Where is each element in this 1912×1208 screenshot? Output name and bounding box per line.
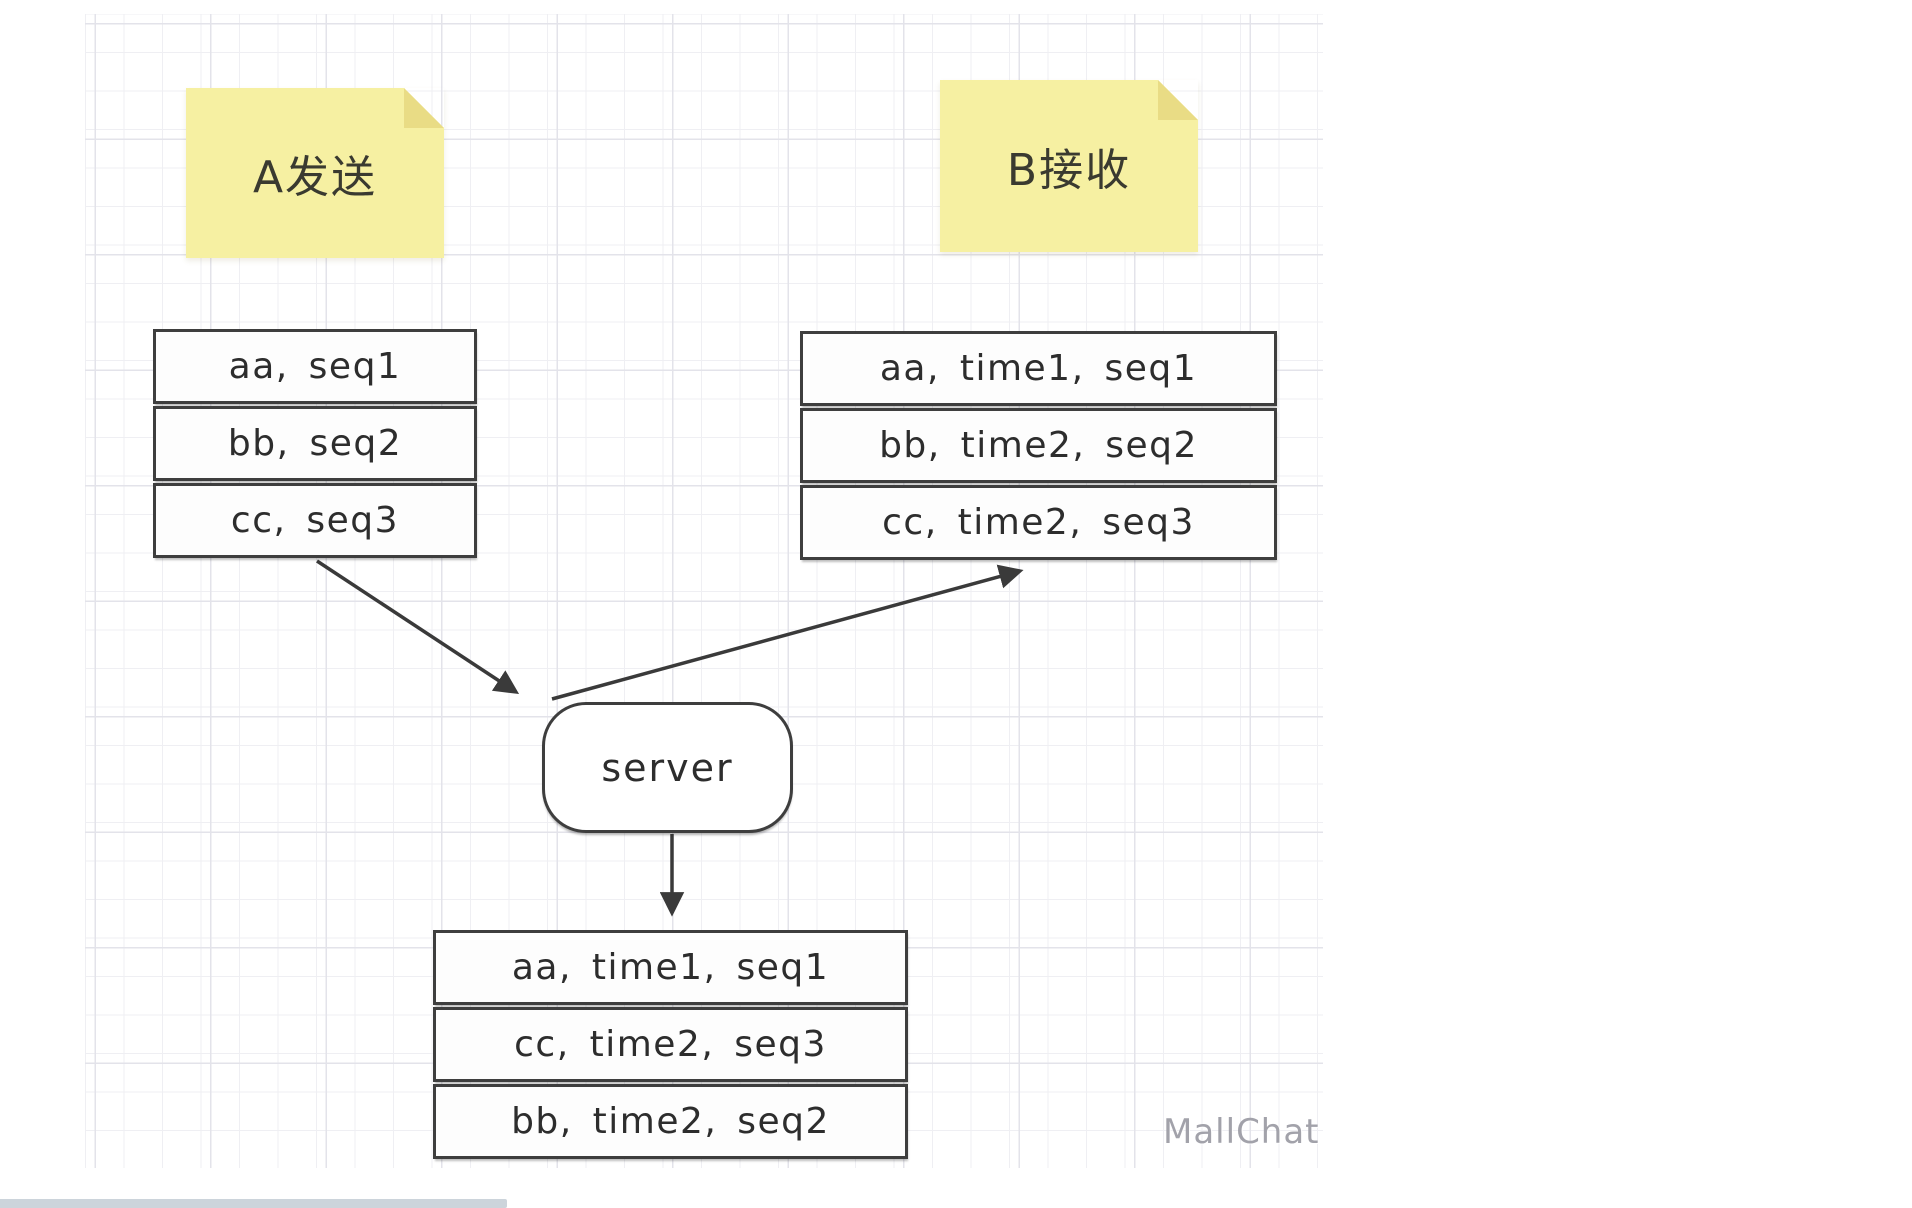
row-label: cc, time2, seq3 (514, 1024, 827, 1065)
row-label: bb, time2, seq2 (511, 1101, 830, 1142)
note-fold-corner-icon (404, 88, 444, 128)
note-a-label: A发送 (252, 152, 378, 203)
horizontal-scrollbar-thumb[interactable] (0, 1199, 507, 1208)
server-label: server (601, 745, 734, 790)
table-row: cc, time2, seq3 (800, 485, 1277, 560)
note-fold-corner-icon (1158, 80, 1198, 120)
table-row: bb, seq2 (153, 406, 477, 481)
row-label: aa, seq1 (228, 346, 402, 387)
row-label: aa, time1, seq1 (879, 348, 1198, 389)
table-row: bb, time2, seq2 (800, 408, 1277, 483)
table-row: aa, time1, seq1 (800, 331, 1277, 406)
row-label: bb, seq2 (227, 423, 403, 464)
sticky-note-a-send: A发送 (186, 88, 444, 258)
receiver-message-table: aa, time1, seq1 bb, time2, seq2 cc, time… (800, 331, 1277, 560)
sender-message-table: aa, seq1 bb, seq2 cc, seq3 (153, 329, 477, 558)
sticky-note-body (940, 80, 1198, 252)
row-label: aa, time1, seq1 (511, 947, 830, 988)
table-row: cc, seq3 (153, 483, 477, 558)
sticky-note-b-receive: B接收 (940, 80, 1198, 252)
row-label: cc, time2, seq3 (882, 502, 1195, 543)
row-label: bb, time2, seq2 (879, 425, 1198, 466)
row-label: cc, seq3 (230, 500, 400, 541)
note-b-label: B接收 (1006, 145, 1132, 196)
table-row: aa, seq1 (153, 329, 477, 404)
table-row: cc, time2, seq3 (433, 1007, 908, 1082)
server-node: server (542, 702, 793, 833)
table-row: aa, time1, seq1 (433, 930, 908, 1005)
watermark-text: MallChat (1163, 1112, 1320, 1152)
table-row: bb, time2, seq2 (433, 1084, 908, 1159)
sticky-note-body (186, 88, 444, 258)
server-message-table: aa, time1, seq1 cc, time2, seq3 bb, time… (433, 930, 908, 1159)
